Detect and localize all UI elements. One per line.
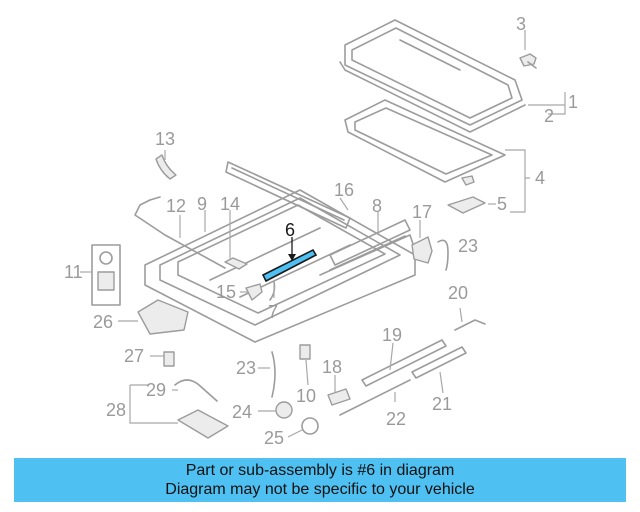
callout-23-right: 23 — [458, 236, 478, 256]
cable-guide-part — [224, 257, 248, 270]
callout-17: 17 — [412, 202, 432, 222]
cover-plate-part — [177, 409, 229, 439]
callout-26: 26 — [93, 312, 113, 332]
callout-9: 9 — [197, 194, 207, 214]
parts-diagram: 1 2 3 4 5 6 7 8 9 10 11 12 13 14 15 16 1… — [64, 14, 578, 448]
motor-part — [91, 244, 121, 306]
seal-frame-part — [344, 99, 506, 183]
callout-2: 2 — [544, 106, 554, 126]
side-track-part — [329, 219, 411, 271]
callout-16: 16 — [334, 180, 354, 200]
drive-cable-part — [134, 199, 226, 269]
callout-27: 27 — [124, 346, 144, 366]
drain-hose-left-part — [271, 351, 276, 398]
callout-8: 8 — [372, 196, 382, 216]
callout-24: 24 — [232, 402, 252, 422]
leader-lines — [80, 30, 566, 438]
callout-11: 11 — [64, 262, 83, 282]
callout-28: 28 — [106, 400, 126, 420]
callout-7: 7 — [268, 302, 278, 322]
callout-labels: 1 2 3 4 5 6 7 8 9 10 11 12 13 14 15 16 1… — [64, 14, 578, 448]
callout-14: 14 — [220, 194, 240, 214]
callout-12: 12 — [166, 196, 186, 216]
callout-22: 22 — [386, 409, 406, 429]
callout-13: 13 — [155, 129, 175, 149]
callout-19: 19 — [382, 325, 402, 345]
callout-10: 10 — [296, 386, 316, 406]
arrow-6 — [288, 254, 296, 261]
callout-1: 1 — [568, 92, 578, 112]
controller-part — [137, 299, 189, 335]
banner-line-disclaimer: Diagram may not be specific to your vehi… — [165, 481, 475, 498]
bolt-part — [519, 53, 537, 69]
drain-hose-part — [437, 239, 449, 271]
drive-cable-end-part — [149, 196, 161, 201]
callout-5: 5 — [497, 194, 507, 214]
callout-23-left: 23 — [236, 358, 256, 378]
banner-line-part-number: Part or sub-assembly is #6 in diagram — [185, 462, 455, 479]
deflector-part — [155, 154, 177, 180]
screw-part — [163, 351, 175, 367]
clip-25-part — [301, 417, 319, 435]
callout-29: 29 — [146, 380, 166, 400]
callout-3: 3 — [516, 14, 526, 34]
clip-part — [447, 175, 486, 214]
callout-21: 21 — [432, 394, 452, 414]
clip-15-part — [245, 283, 263, 301]
bracket-18-part — [327, 388, 351, 406]
cable-22-part — [339, 379, 411, 416]
glass-panel-part — [339, 19, 526, 133]
grommet-part — [299, 344, 311, 360]
guide-rail-part — [225, 161, 351, 229]
callout-15: 15 — [216, 282, 236, 302]
callout-18: 18 — [322, 357, 342, 377]
bracket-20-part — [454, 319, 486, 331]
callout-6: 6 — [285, 220, 295, 240]
rail-21-part — [411, 346, 467, 379]
bracket-part — [411, 236, 433, 264]
drain-tube-part — [174, 379, 218, 402]
highlighted-seal-strip — [261, 248, 318, 283]
callout-20: 20 — [448, 283, 468, 303]
callout-4: 4 — [535, 168, 545, 188]
info-banner: Part or sub-assembly is #6 in diagram Di… — [14, 458, 626, 502]
fastener-24-part — [275, 401, 293, 419]
rail-19-part — [361, 339, 447, 387]
callout-25: 25 — [264, 428, 284, 448]
